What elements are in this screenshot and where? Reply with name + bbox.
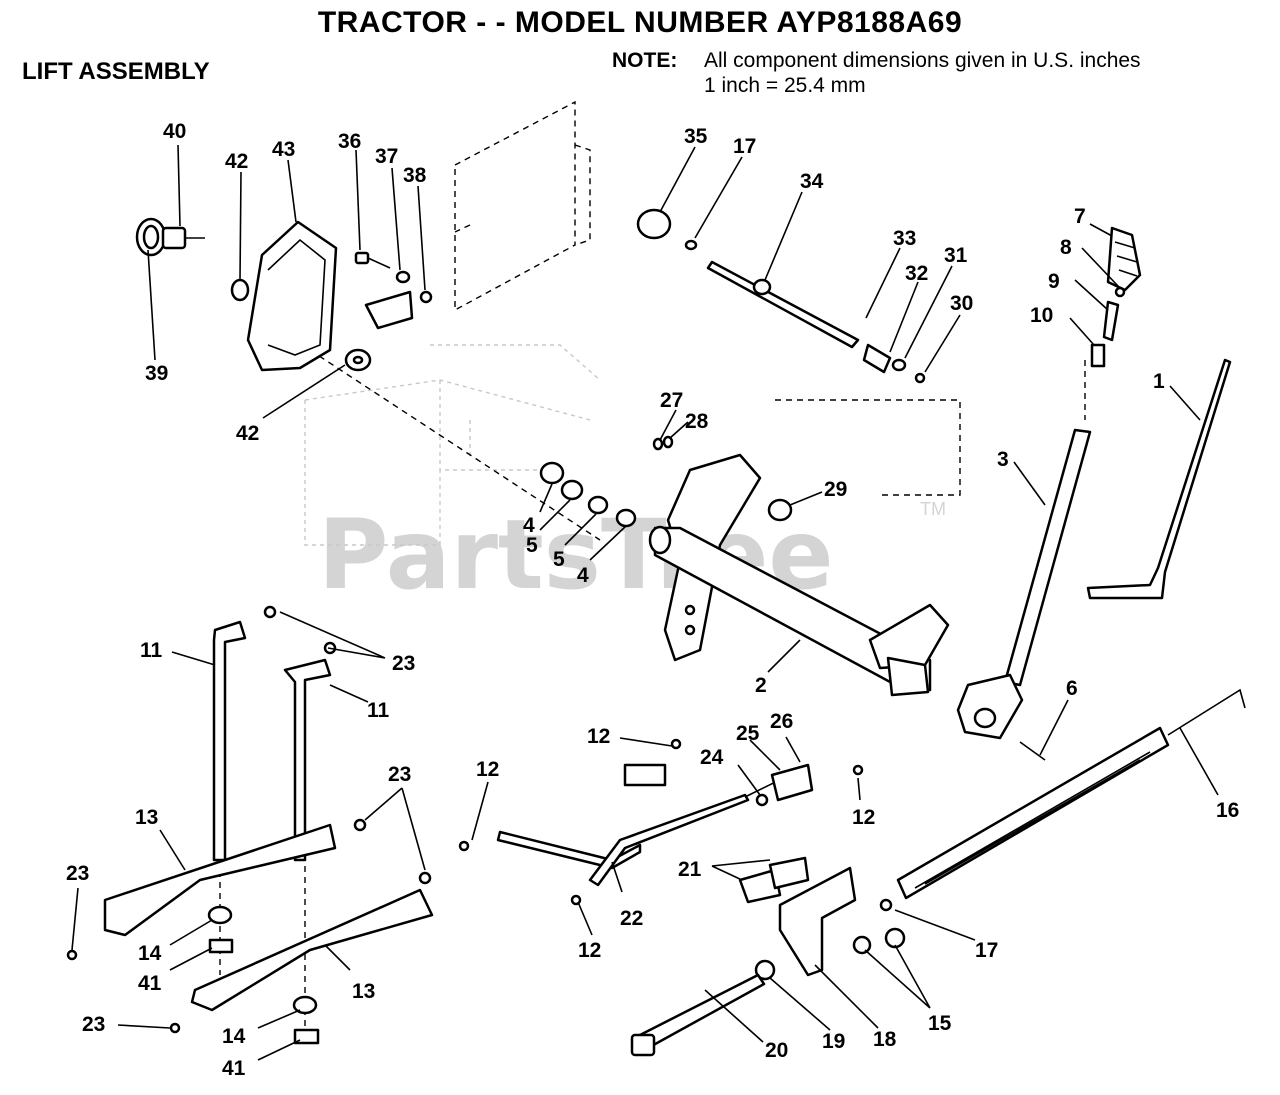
- callout-1: 1: [1153, 370, 1165, 393]
- callout-12: 12: [476, 758, 499, 781]
- callout-43: 43: [272, 138, 295, 161]
- callout-41: 41: [222, 1057, 246, 1080]
- callout-16: 16: [1216, 799, 1239, 822]
- callout-4: 4: [523, 514, 535, 537]
- callout-21: 21: [678, 858, 702, 881]
- diagram-title: TRACTOR - - MODEL NUMBER AYP8188A69: [317, 6, 963, 39]
- callout-30: 30: [950, 292, 973, 315]
- callout-11: 11: [140, 639, 163, 662]
- callout-42: 42: [236, 422, 259, 445]
- lift-rod: [1086, 358, 1232, 600]
- callout-5: 5: [526, 534, 538, 557]
- callout-25: 25: [736, 722, 760, 745]
- callout-17: 17: [733, 135, 756, 158]
- callout-38: 38: [403, 164, 427, 187]
- leader-lines: [71, 144, 1219, 1061]
- dimension-note: NOTE: All component dimensions given in U…: [612, 48, 1141, 98]
- callout-27: 27: [660, 389, 683, 412]
- screw-bracket: [354, 251, 433, 330]
- callout-13: 13: [352, 980, 375, 1003]
- callout-13: 13: [135, 806, 158, 829]
- lift-shaft: [648, 453, 950, 697]
- callout-19: 19: [822, 1030, 845, 1053]
- callout-5: 5: [553, 548, 565, 571]
- callout-12: 12: [587, 725, 610, 748]
- callout-40: 40: [163, 120, 186, 143]
- callout-20: 20: [765, 1039, 788, 1062]
- callout-22: 22: [620, 907, 643, 930]
- callout-28: 28: [685, 410, 709, 433]
- callout-23: 23: [388, 763, 411, 786]
- callout-23: 23: [66, 862, 89, 885]
- callout-23: 23: [392, 652, 415, 675]
- mounting-panel: [454, 100, 591, 312]
- callout-7: 7: [1074, 205, 1086, 228]
- note-line-1: All component dimensions given in U.S. i…: [704, 49, 1141, 72]
- callout-10: 10: [1030, 304, 1053, 327]
- callout-23: 23: [82, 1013, 105, 1036]
- callout-29: 29: [824, 478, 847, 501]
- callout-15: 15: [928, 1012, 952, 1035]
- callout-14: 14: [138, 942, 162, 965]
- frame-ghost: [304, 344, 601, 546]
- callout-32: 32: [905, 262, 928, 285]
- spring-bracket: [630, 688, 1246, 1057]
- callout-39: 39: [145, 362, 168, 385]
- watermark-tm: TM: [920, 499, 946, 519]
- callout-labels: 40 42 43 39 42 36 37 38 35 17 34 33 32 3…: [66, 120, 1239, 1080]
- callout-37: 37: [375, 145, 398, 168]
- callout-42: 42: [225, 150, 248, 173]
- callout-6: 6: [1066, 677, 1078, 700]
- callout-11: 11: [367, 699, 390, 722]
- callout-24: 24: [700, 746, 724, 769]
- adjuster-rods: [458, 738, 864, 906]
- callout-18: 18: [873, 1028, 897, 1051]
- handle-grip: [1090, 226, 1142, 368]
- lift-links: [66, 605, 434, 1045]
- callout-17: 17: [975, 939, 998, 962]
- knob-assembly: [135, 217, 372, 372]
- note-label: NOTE:: [612, 49, 678, 72]
- callout-26: 26: [770, 710, 793, 733]
- callout-2: 2: [755, 674, 767, 697]
- note-line-2: 1 inch = 25.4 mm: [704, 74, 866, 97]
- pin-clip: [652, 435, 793, 522]
- callout-12: 12: [852, 806, 875, 829]
- adjustment-rod: [636, 208, 926, 384]
- callout-41: 41: [138, 972, 162, 995]
- callout-3: 3: [997, 448, 1009, 471]
- callout-4: 4: [577, 564, 589, 587]
- diagram-subtitle: LIFT ASSEMBLY: [22, 58, 210, 85]
- callout-33: 33: [893, 227, 916, 250]
- callout-35: 35: [684, 125, 708, 148]
- lift-handle: [956, 428, 1092, 761]
- callout-36: 36: [338, 130, 361, 153]
- callout-31: 31: [944, 244, 968, 267]
- callout-12: 12: [578, 939, 601, 962]
- callout-34: 34: [800, 170, 824, 193]
- callout-14: 14: [222, 1025, 246, 1048]
- callout-8: 8: [1060, 236, 1072, 259]
- callout-9: 9: [1048, 270, 1060, 293]
- bushings: [539, 461, 637, 528]
